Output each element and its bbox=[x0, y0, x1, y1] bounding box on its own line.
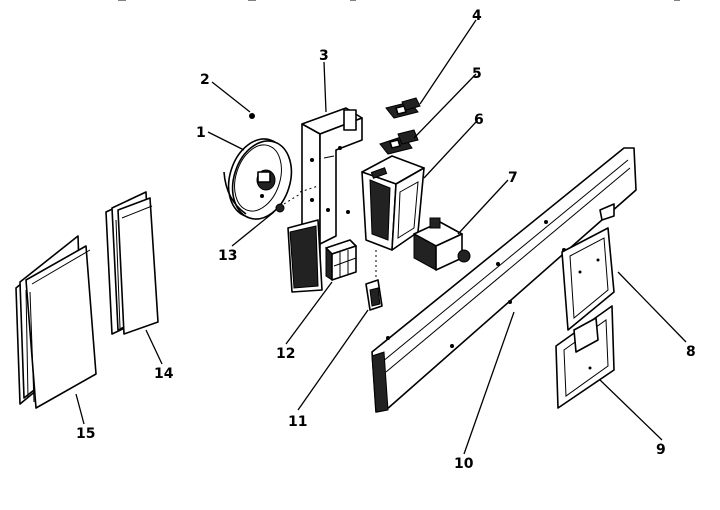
label-part-5: 5 bbox=[472, 66, 482, 82]
part-13-screw bbox=[275, 193, 301, 213]
label-part-6: 6 bbox=[474, 112, 484, 128]
label-part-4: 4 bbox=[472, 8, 482, 24]
label-part-7: 7 bbox=[508, 170, 518, 186]
label-part-14: 14 bbox=[154, 366, 174, 382]
part-4-clip bbox=[385, 97, 421, 119]
part-3-bracket bbox=[287, 107, 363, 293]
part-9-plate bbox=[555, 305, 615, 409]
part-labels: 1 2 3 4 5 6 7 8 9 10 11 12 13 14 15 bbox=[76, 8, 696, 472]
label-part-13: 13 bbox=[218, 248, 237, 264]
label-part-15: 15 bbox=[76, 426, 95, 442]
part-14-panel-pair bbox=[105, 191, 159, 335]
part-11-fuse bbox=[365, 250, 383, 311]
label-part-1: 1 bbox=[196, 125, 206, 141]
part-12-connector bbox=[325, 239, 357, 281]
part-2-screw bbox=[249, 113, 255, 119]
label-part-2: 2 bbox=[200, 72, 210, 88]
label-part-10: 10 bbox=[454, 456, 474, 472]
leader-lines bbox=[75, 19, 687, 455]
label-part-3: 3 bbox=[319, 48, 329, 64]
part-1-dial bbox=[223, 138, 293, 220]
part-15-panel-stack bbox=[15, 235, 97, 409]
label-part-11: 11 bbox=[288, 414, 307, 430]
part-10-rail bbox=[371, 147, 637, 413]
label-part-12: 12 bbox=[276, 346, 295, 362]
label-part-8: 8 bbox=[686, 344, 696, 360]
part-5-clip bbox=[379, 129, 419, 155]
label-part-9: 9 bbox=[656, 442, 666, 458]
part-7-switch bbox=[413, 217, 471, 271]
part-8-plate bbox=[561, 227, 615, 331]
